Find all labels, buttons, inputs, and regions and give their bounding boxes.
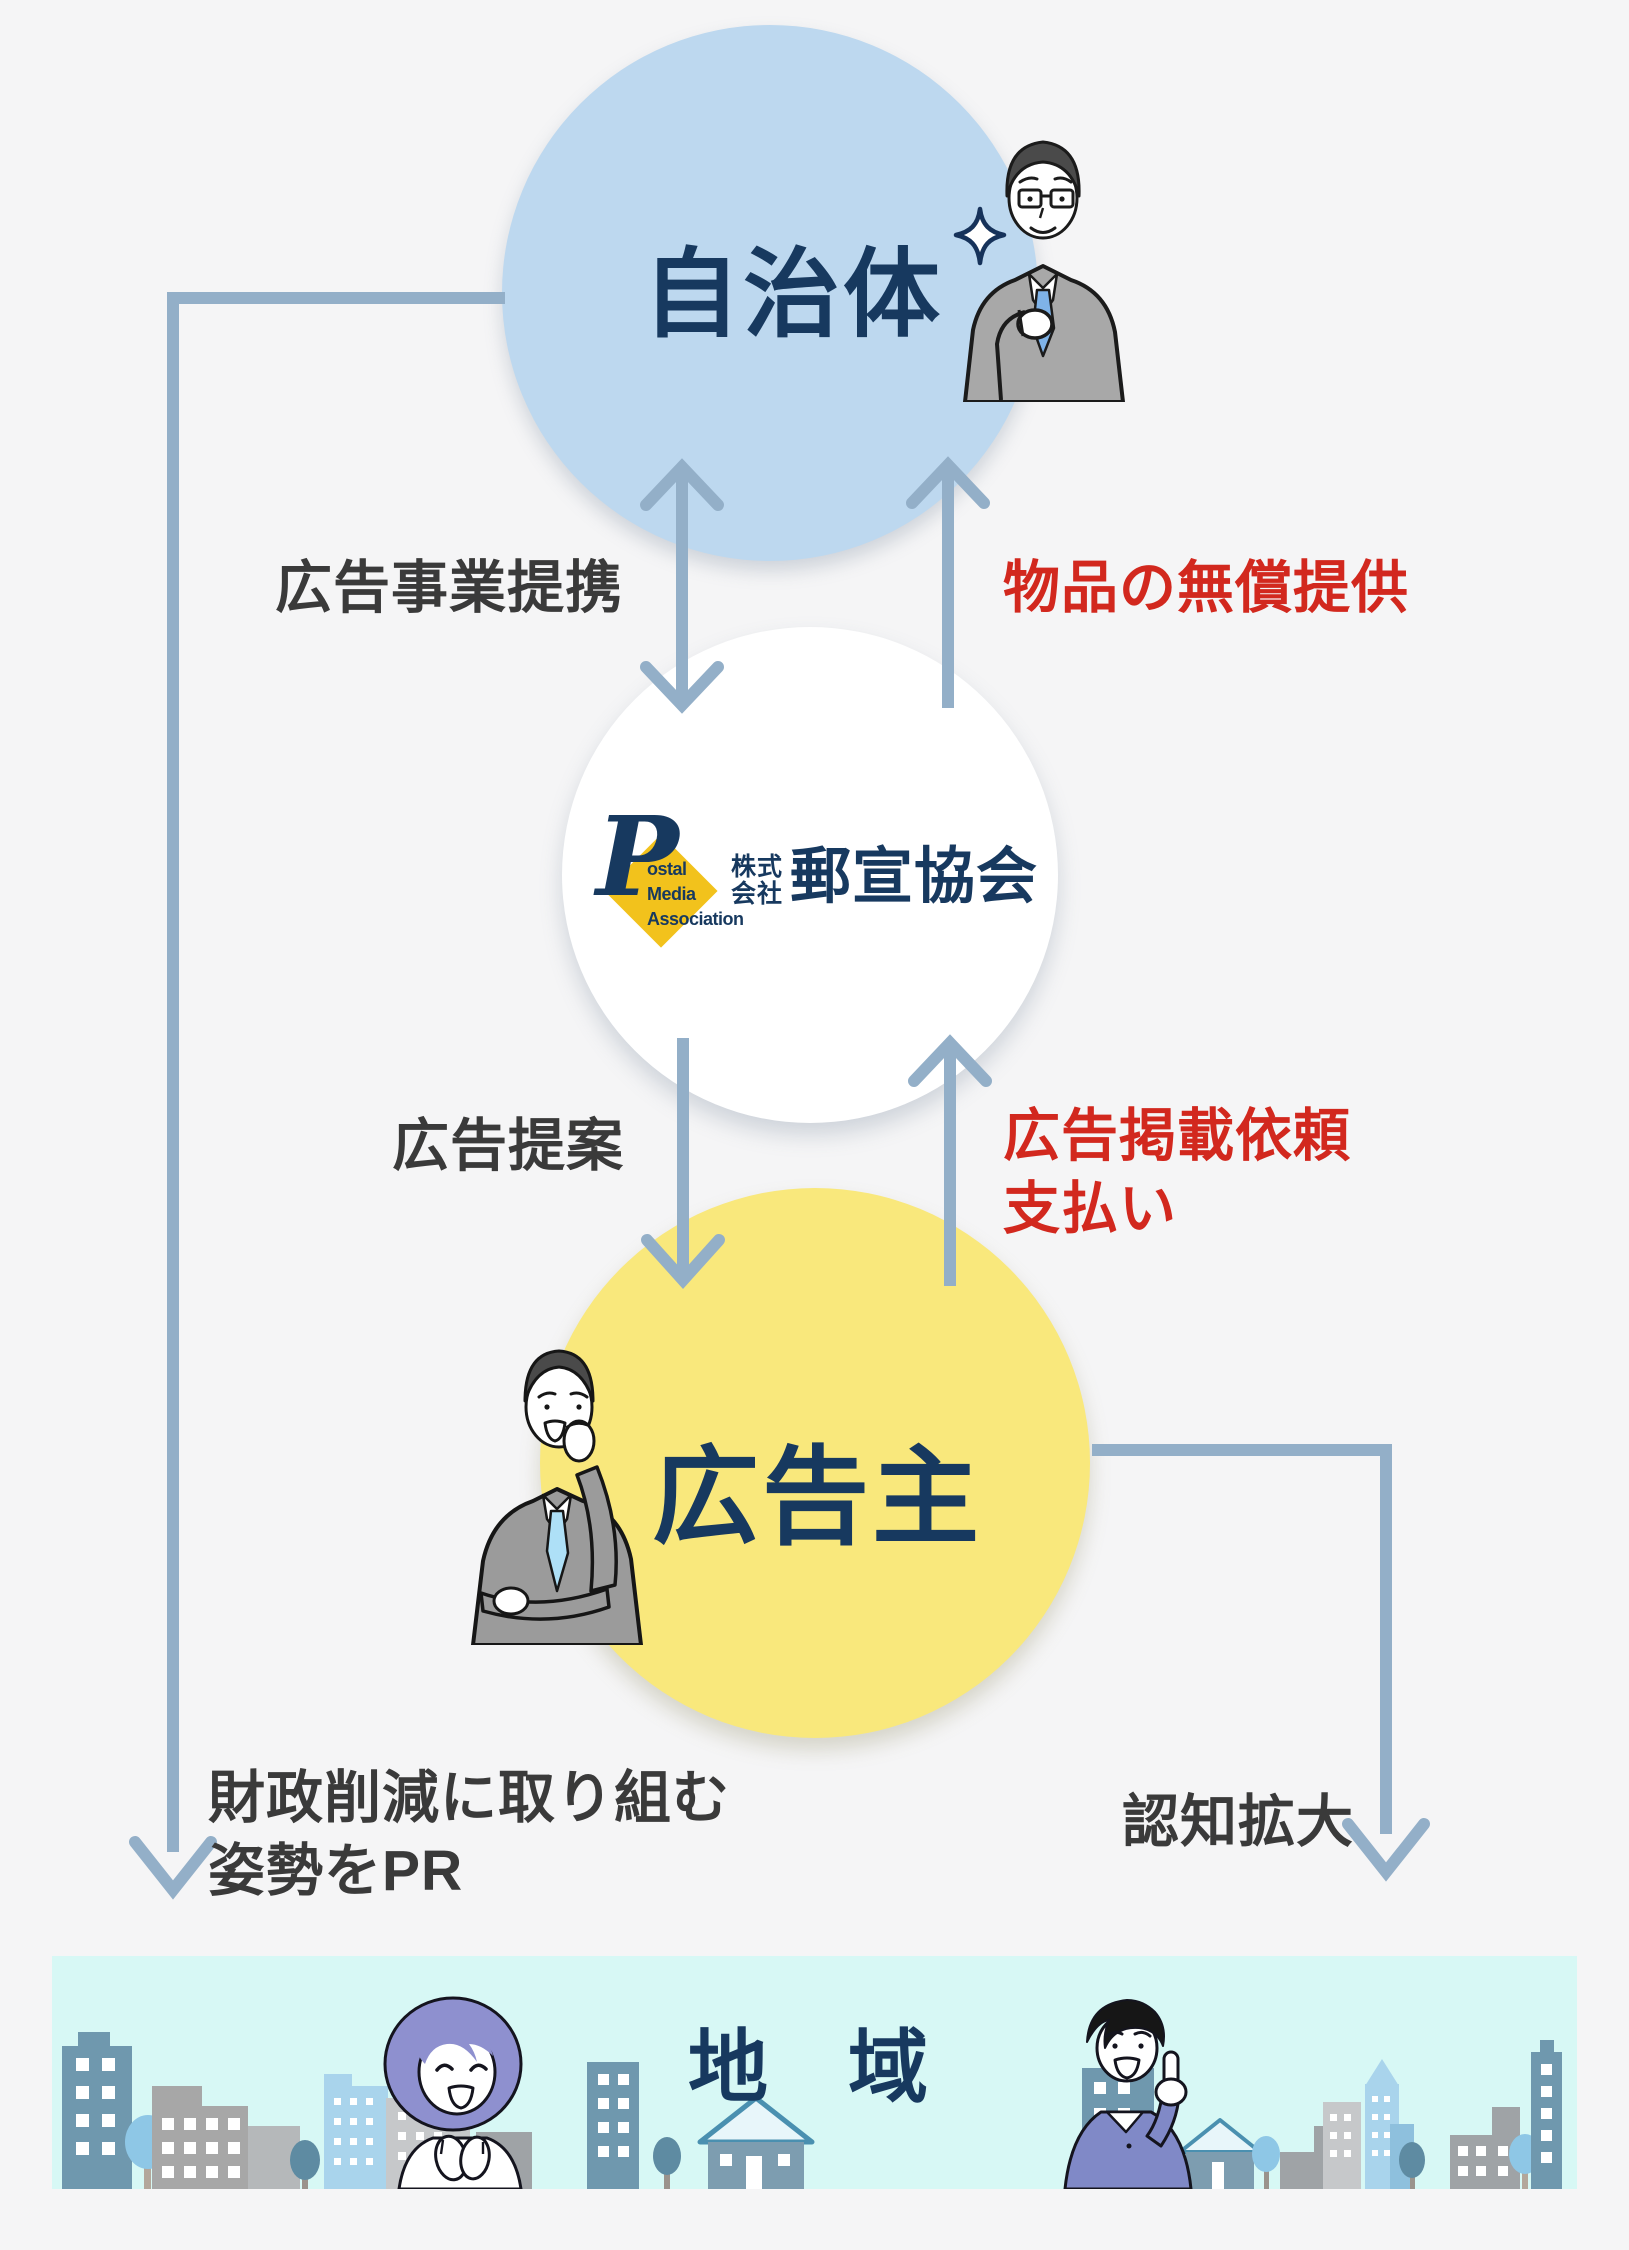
proposal-arrow xyxy=(641,1038,725,1289)
logo-corp-prefix: 株式 会社 xyxy=(731,854,783,908)
goods-label: 物品の無償提供 xyxy=(1003,556,1409,620)
logo-english-text: ostal Media Association xyxy=(647,857,744,932)
partnership-arrow xyxy=(640,458,724,714)
request-label: 広告掲載依頼 支払い xyxy=(1003,1100,1351,1246)
awareness-arrow xyxy=(1092,1444,1430,1882)
municipality-label: 自治体 xyxy=(643,240,943,349)
partnership-label: 広告事業提携 xyxy=(275,556,623,620)
logo-company-name: 郵宣協会 xyxy=(790,842,1039,910)
awareness-label: 認知拡大 xyxy=(1122,1790,1354,1854)
request-line2: 支払い xyxy=(1003,1176,1177,1241)
advertiser-circle xyxy=(540,1188,1090,1738)
pr-label: 財政削減に取り組む 姿勢をPR xyxy=(208,1762,730,1908)
pr-line2: 姿勢をPR xyxy=(208,1838,464,1903)
logo-english-line2: Media xyxy=(647,884,696,904)
skyline-center xyxy=(587,2062,815,2189)
municipality-person-illustration xyxy=(963,140,1125,402)
pr-arrow xyxy=(129,292,505,1900)
logo-p-initial: P xyxy=(596,792,679,921)
request-line1: 広告掲載依頼 xyxy=(1003,1104,1351,1168)
advertiser-label: 広告主 xyxy=(652,1437,983,1557)
region-label: 地 域 xyxy=(688,2023,928,2112)
proposal-label: 広告提案 xyxy=(392,1114,624,1178)
logo-english-line1: ostal xyxy=(647,859,687,879)
pr-line1: 財政削減に取り組む xyxy=(208,1766,730,1830)
logo-english-line3: Association xyxy=(647,909,744,929)
region-band xyxy=(52,1956,1577,2191)
woman-illustration xyxy=(383,1996,523,2191)
request-arrow xyxy=(908,1034,992,1286)
logo-corp-top: 株式 xyxy=(731,853,784,881)
advertiser-person-illustration xyxy=(471,1349,643,1645)
goods-arrow xyxy=(906,456,990,708)
man-illustration xyxy=(1063,1999,1193,2191)
sparkle-icon xyxy=(953,206,1007,266)
logo-corp-bottom: 会社 xyxy=(731,880,784,908)
city-skyline xyxy=(62,1996,1562,2191)
